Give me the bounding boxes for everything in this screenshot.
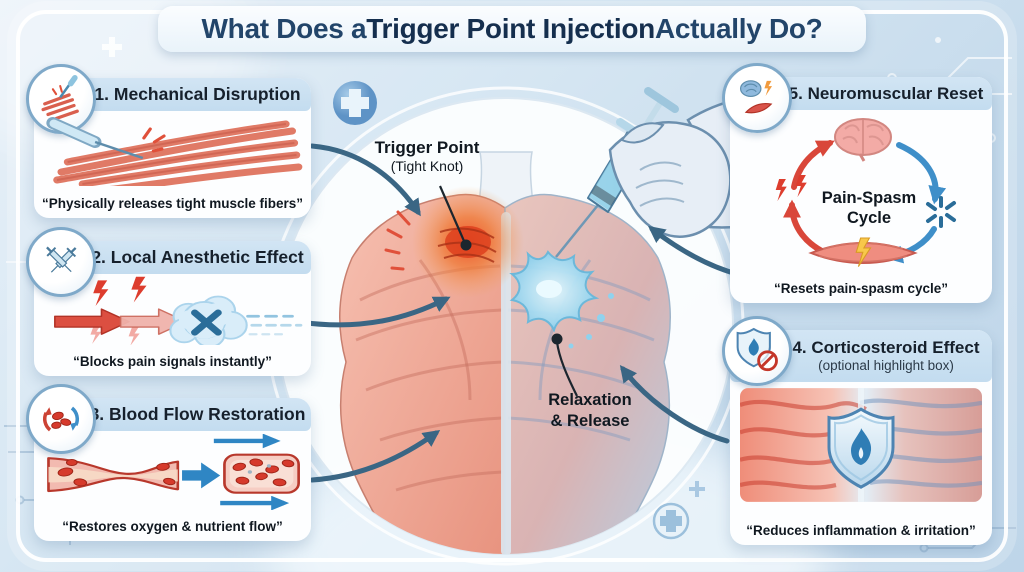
medical-plus-icon [333,81,377,125]
shield-flame [827,407,895,489]
outlined-plus-icon [652,502,690,540]
x-mark [191,309,222,336]
panel-blood-flow: 3. Blood Flow Restoration [26,384,311,541]
panel-3-caption: “Restores oxygen & nutrient flow” [62,519,283,534]
panel-mechanical-disruption: 1. Mechanical Disruption [26,64,311,218]
panel-4-subheading: (optional highlight box) [818,358,954,374]
shield-flame-prohibition-icon [722,316,792,386]
panel-corticosteroid-effect: 4. Corticosteroid Effect (optional highl… [722,316,992,545]
trigger-point-label-sub: (Tight Knot) [390,158,464,174]
blood-vessel-illustration [40,433,305,511]
flow-arrow [182,462,221,489]
panel-5-caption: “Resets pain-spasm cycle” [773,281,949,296]
panel-4-caption: “Reduces inflammation & irritation” [746,523,976,538]
title-banner: What Does a Trigger Point Injection Actu… [158,6,866,52]
cycle-arrow-blue-upper [896,142,947,205]
panel-local-anesthetic: 2. Local Anesthetic Effect [26,227,311,376]
pain-spasm-cycle-label: Pain-Spasm Cycle [821,189,917,227]
muscle-fibers-needle-illustration [40,114,305,194]
spasm-spark [926,196,956,228]
panel-4-heading: 4. Corticosteroid Effect [792,338,980,358]
brain-illustration [834,118,892,162]
pain-spasm-cycle-illustration: Pain-Spasm Cycle [736,111,986,269]
panel-5-heading: 5. Neuromuscular Reset [788,83,984,103]
panel-1-heading: 1. Mechanical Disruption [94,84,301,104]
panel-1-caption: “Physically releases tight muscle fibers… [41,196,304,211]
panel-2-caption: “Blocks pain signals instantly” [73,354,272,369]
title-highlight: Trigger Point Injection [366,13,655,44]
pain-signal-block-illustration [40,275,305,348]
panel-2-heading: 2. Local Anesthetic Effect [91,247,304,267]
muscle-illustration [808,237,918,267]
white-plus-icon [102,37,122,57]
title-suffix: Actually Do? [654,13,823,44]
title-prefix: What Does a [201,13,367,44]
inflammation-shield-illustration [739,386,983,504]
relaxation-release-label: Relaxation & Release [548,391,632,430]
panel-neuromuscular-reset: 5. Neuromuscular Reset [722,63,992,303]
small-plus-icon [689,481,705,497]
trigger-point-label: Trigger Point (Tight Knot) [352,138,502,174]
trigger-point-label-title: Trigger Point [374,138,480,157]
blood-cells-cycle-icon [26,384,96,454]
panel-3-heading: 3. Blood Flow Restoration [89,404,306,424]
